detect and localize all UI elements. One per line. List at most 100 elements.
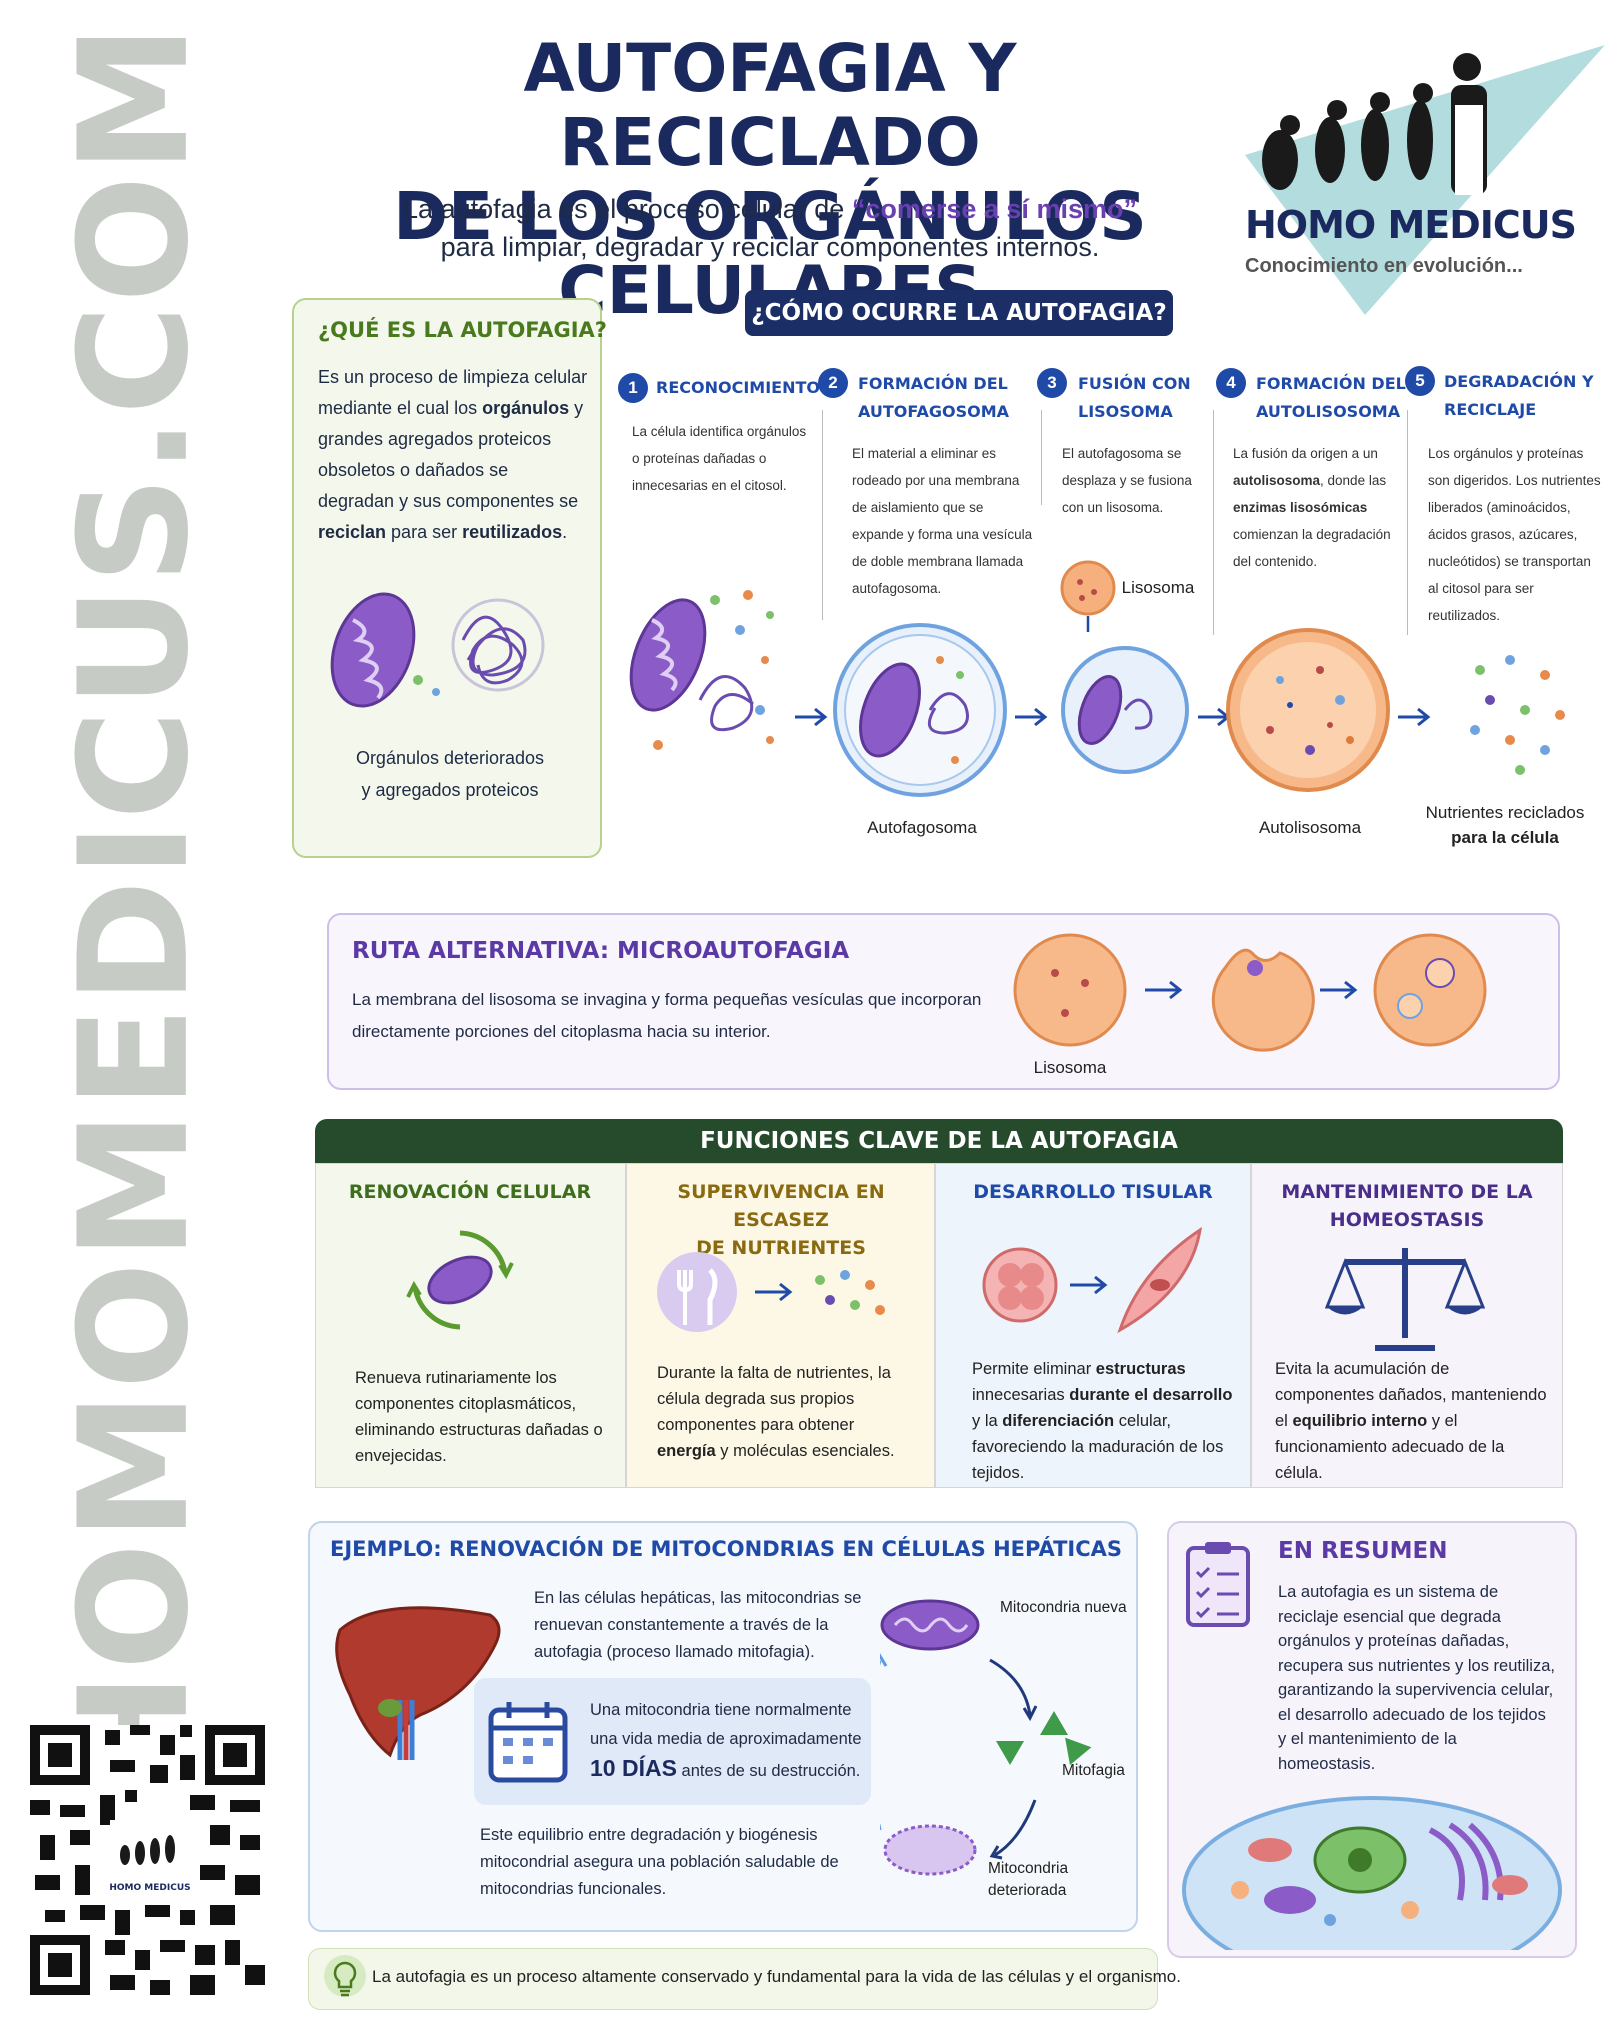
stage-4-autolysosome (1226, 628, 1390, 792)
footer-note (308, 1948, 1158, 2010)
subtitle-pre: La autofagia es el proceso celular de (403, 194, 852, 224)
title-line-1: AUTOFAGIA Y RECICLADO (523, 30, 1017, 181)
step-4-desc: La fusión da origen a un autolisosoma, d… (1233, 440, 1393, 575)
label-lisosoma: Lisosoma (1121, 578, 1195, 597)
protein-aggregate-icon (451, 598, 545, 692)
microautofagia-card (327, 913, 1560, 1090)
stage-1-organelles (629, 590, 774, 750)
label-nutrientes: Nutrientes reciclados para la célula (1410, 800, 1600, 850)
que-es-caption: Orgánulos deteriorados y agregados prote… (330, 742, 570, 806)
mitophagy-cycle-illustration (880, 1599, 1092, 1876)
arrow-icon (1198, 707, 1231, 727)
microautofagia-title: RUTA ALTERNATIVA: MICROAUTOFAGIA (352, 938, 850, 964)
det-l1: Mitocondria (988, 1860, 1069, 1877)
step-5-title: DEGRADACIÓN Y RECICLAJE (1444, 368, 1594, 424)
step-4-desc-pre: La fusión da origen a un (1233, 446, 1378, 461)
step-4-title-l1: FORMACIÓN DEL (1256, 374, 1406, 393)
microautofagia-body: La membrana del lisosoma se invagina y f… (352, 990, 982, 1041)
resumen-body: La autofagia es un sistema de reciclaje … (1278, 1583, 1555, 1773)
step-3-divider (1041, 410, 1042, 505)
step-1-number: 1 (618, 373, 648, 403)
f3-b1: estructuras (1095, 1360, 1186, 1378)
step-3-title: FUSIÓN CON LISOSOMA (1078, 370, 1191, 426)
step-2-title-l2: AUTOFAGOSOMA (858, 402, 1010, 421)
nutrientes-l1: Nutrientes reciclados (1425, 803, 1585, 822)
arrow-icon (1398, 707, 1431, 727)
arrow-icon (1145, 980, 1183, 1000)
funcion-4-title-l2: HOMEOSTASIS (1329, 1209, 1485, 1231)
step-4-desc-b1: autolisosoma (1233, 473, 1321, 488)
funcion-4-title-l1: MANTENIMIENTO DE LA (1281, 1181, 1533, 1203)
ejemplo-title: EJEMPLO: RENOVACIÓN DE MITOCONDRIAS EN C… (330, 1537, 1123, 1561)
step-2-title: FORMACIÓN DEL AUTOFAGOSOMA (858, 370, 1009, 426)
page-subtitle: La autofagia es el proceso celular de “c… (330, 190, 1210, 266)
autophagy-process-illustration (629, 560, 1565, 797)
micro-lisosoma-label: Lisosoma (1033, 1058, 1107, 1077)
stage-5-nutrients (1470, 655, 1565, 775)
subtitle-highlight: “comerse a sí mismo” (851, 194, 1137, 224)
tissue-development-icon (982, 1226, 1203, 1334)
step-2-desc: El material a eliminar es rodeado por un… (852, 446, 1033, 596)
ejemplo-vida-media-text: Una mitocondria tiene normalmente una vi… (590, 1696, 865, 1786)
funcion-2-title: SUPERVIVENCIA EN ESCASEZ DE NUTRIENTES (636, 1178, 926, 1262)
que-es-title: ¿QUÉ ES LA AUTOFAGIA? (318, 318, 607, 342)
qr-brand: HOMO MEDICUS (109, 1883, 190, 1893)
nutrientes-l2: para la célula (1451, 828, 1559, 847)
funcion-3-desc: Permite eliminar estructuras innecesaria… (972, 1356, 1237, 1486)
step-4-desc-b2: enzimas lisosómicas (1233, 500, 1368, 515)
mitochondria-icon (330, 592, 416, 708)
caption-line-1: Orgánulos deteriorados (355, 748, 545, 768)
funcion-2-title-l2: DE NUTRIENTES (696, 1237, 866, 1259)
que-es-text-2: y grandes agregados proteicos obsoletos … (318, 398, 584, 511)
step-4-desc-post: comienzan la degradación del contenido. (1233, 527, 1391, 569)
f4-b1: equilibrio interno (1292, 1412, 1428, 1430)
caption-line-2: y agregados proteicos (361, 780, 539, 800)
f4-pre: Evita la acumulación de componentes daña… (1275, 1360, 1547, 1430)
step-4-divider (1213, 410, 1214, 635)
que-es-text-1: Es un proceso de limpieza celular median… (318, 367, 588, 418)
funcion-2-title-l1: SUPERVIVENCIA EN ESCASEZ (677, 1181, 885, 1231)
que-es-bold-1: orgánulos (482, 398, 570, 418)
f3-post: celular, favoreciendo la maduración de l… (972, 1412, 1224, 1482)
step-4-title-l2: AUTOLISOSOMA (1256, 402, 1401, 421)
funcion-desarrollo-card (935, 1163, 1251, 1488)
funcion-4-desc: Evita la acumulación de componentes daña… (1275, 1356, 1550, 1486)
que-es-bold-2: reciclan (318, 522, 387, 542)
qr-code[interactable]: HOMO MEDICUS (30, 1725, 265, 1995)
calendar-icon (488, 1702, 568, 1783)
nutrient-scarcity-icon (657, 1252, 885, 1332)
microautophagy-illustration (1013, 933, 1487, 1052)
recycle-icon (996, 1711, 1092, 1765)
funcion-4-title: MANTENIMIENTO DE LA HOMEOSTASIS (1261, 1178, 1553, 1234)
funcion-1-title: RENOVACIÓN CELULAR (348, 1181, 592, 1203)
arrow-icon (1320, 980, 1358, 1000)
que-es-bold-3: reutilizados (462, 522, 563, 542)
f3-b2: durante el desarrollo (1069, 1386, 1233, 1404)
label-mitofagia: Mitofagia (1062, 1762, 1125, 1779)
stage-3-fusion (1060, 560, 1189, 774)
label-mitocondria-deteriorada: Mitocondria deteriorada (988, 1858, 1068, 1902)
step-5-title-l2: RECICLAJE (1444, 400, 1537, 419)
lightbulb-icon (324, 1955, 366, 1997)
step-3-title-l2: LISOSOMA (1078, 402, 1173, 421)
f3-mid2: y la (972, 1412, 1003, 1430)
funcion-renovacion-card (315, 1163, 626, 1488)
step-2-title-l1: FORMACIÓN DEL (858, 374, 1008, 393)
que-es-body: Es un proceso de limpieza celular median… (318, 362, 588, 548)
f3-pre: Permite eliminar (972, 1360, 1096, 1378)
ejemplo-body-1: En las células hepáticas, las mitocondri… (534, 1589, 862, 1661)
f2-b1: energía (657, 1442, 716, 1460)
step-2-number: 2 (818, 368, 848, 398)
homo-medicus-logo (1245, 45, 1605, 315)
step-2-divider (822, 410, 823, 620)
recycle-mitochondria-icon (406, 1230, 514, 1330)
subtitle-post: para limpiar, degradar y reciclar compon… (440, 232, 1100, 262)
cell-illustration (1182, 1796, 1562, 1950)
step-3-number: 3 (1037, 368, 1067, 398)
step-5-number: 5 (1405, 366, 1435, 396)
label-autolisosoma: Autolisosoma (1258, 818, 1362, 837)
side-watermark: HOMOMEDICUS.COM (48, 22, 222, 1798)
step-4-number: 4 (1216, 368, 1246, 398)
que-es-card (292, 298, 602, 858)
step-3-desc: El autofagosoma se desplaza y se fusiona… (1062, 446, 1192, 515)
